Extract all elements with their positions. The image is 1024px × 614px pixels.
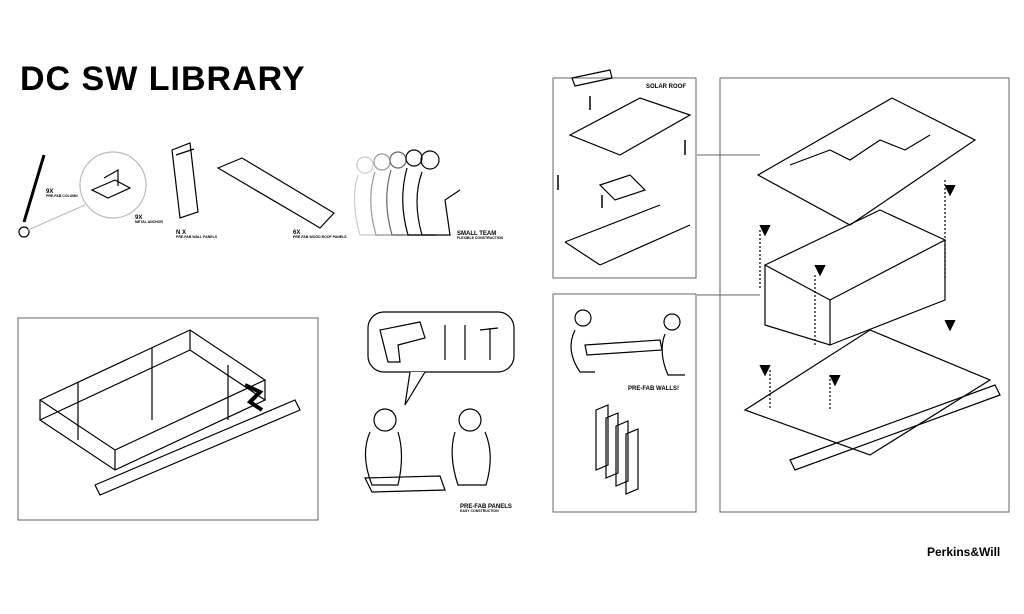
solar-roof-label: SOLAR ROOF — [646, 84, 686, 90]
workers-illustration — [364, 408, 491, 493]
tools-icons — [379, 321, 499, 363]
timber-frame-illustration — [38, 329, 301, 496]
prefab-walls-panel — [552, 293, 697, 513]
prefab-walls-illustration — [570, 309, 685, 495]
exploded-axonometric-illustration — [743, 97, 1001, 471]
solar-roof-panel — [552, 77, 697, 279]
small-team-illustration — [353, 149, 461, 236]
roof-panel-illustration — [216, 157, 335, 229]
prefab-walls-label: PRE-FAB WALLS! — [628, 386, 679, 392]
exploded-axon-panel — [719, 77, 1010, 513]
frame-panel — [17, 317, 319, 521]
solar-roof-illustration — [557, 69, 692, 266]
brand-logo: Perkins&Will — [927, 545, 1001, 559]
column-illustration — [18, 151, 147, 238]
wall-panel-illustration — [171, 142, 199, 219]
tools-bubble — [367, 311, 515, 373]
page-title: DC SW LIBRARY — [20, 60, 306, 98]
